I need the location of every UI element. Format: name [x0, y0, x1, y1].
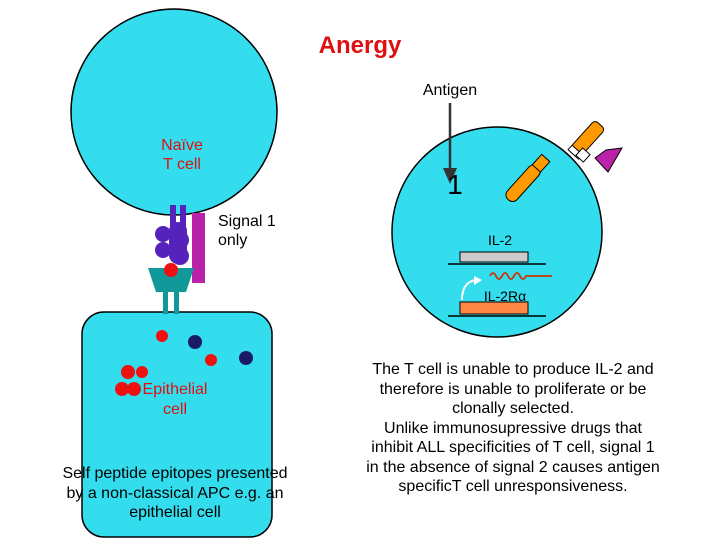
cd28-receptor	[192, 213, 205, 283]
transcription-arrow-head	[474, 276, 482, 285]
antigen-molecule-receptor	[567, 121, 623, 173]
self-peptides	[115, 330, 217, 396]
il2-receptor-label: IL-2Rα	[483, 288, 527, 304]
tcr-stem-right	[180, 205, 186, 235]
page-title: Anergy	[318, 32, 402, 59]
antigen-label: Antigen	[422, 82, 478, 99]
transcription-arrow	[461, 279, 477, 301]
mhc-leg-right	[174, 292, 179, 314]
other-proteins	[188, 335, 253, 365]
self-peptide-caption: Self peptide epitopes presented by a non…	[62, 465, 288, 522]
il2r-mrna-wave	[489, 272, 552, 280]
responding-t-cell-body	[391, 126, 603, 338]
mhc-groove	[148, 268, 194, 292]
tcr-complex	[155, 222, 189, 265]
explanation-caption: The T cell is unable to produce IL-2 and…	[366, 361, 660, 496]
antigen-molecule-inside	[505, 153, 551, 203]
signal-1-only-label: Signal 1 only	[218, 213, 276, 250]
naive-t-cell-body	[70, 8, 278, 216]
il2-gene-bar-top	[459, 251, 529, 263]
antigen-arrow-head	[443, 168, 457, 184]
epithelial-cell-label: Epithelial cell	[142, 381, 208, 418]
presented-peptide	[164, 263, 178, 277]
mhc-leg-left	[163, 292, 168, 314]
il2-label: IL-2	[487, 232, 513, 248]
il2r-gene-bar	[459, 301, 529, 315]
signal-number-label: 1	[447, 169, 463, 200]
tcr-stem-left	[170, 205, 176, 235]
naive-t-cell-label: Naïve T cell	[161, 137, 203, 174]
